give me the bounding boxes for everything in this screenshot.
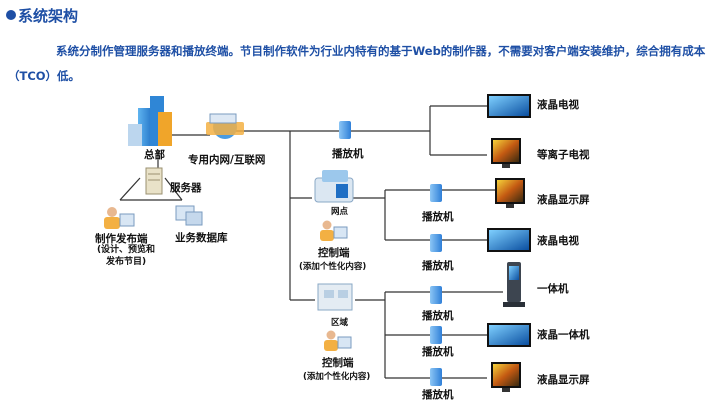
network-globe-icon	[206, 113, 244, 139]
lcd-tv-label: 液晶电视	[537, 235, 579, 247]
headquarters-building-icon	[128, 96, 172, 146]
console-note: (添加个性化内容)	[299, 262, 367, 272]
producer-workstation-icon	[104, 207, 135, 229]
outlet-building-icon	[314, 170, 354, 203]
lcd-tv-icon	[487, 94, 531, 118]
player-icon	[430, 286, 442, 304]
player-icon	[430, 368, 442, 386]
network-label: 专用内网/互联网	[188, 154, 266, 166]
section-title: 系统架构	[6, 5, 78, 26]
console-label: 控制端	[318, 247, 350, 259]
producer-label: 制作发布端	[95, 233, 148, 245]
producer-note: (设计、预览和发布节目)	[96, 245, 156, 267]
player-icon	[430, 234, 442, 252]
player-label: 播放机	[332, 148, 364, 160]
kiosk-icon	[503, 262, 525, 307]
lcd-kiosk-icon	[487, 323, 531, 347]
player-label: 播放机	[422, 260, 454, 272]
lcd-kiosk-label: 液晶一体机	[537, 329, 590, 341]
player-icon	[339, 121, 351, 139]
lcd-screen-icon	[495, 178, 525, 208]
lcd-screen-icon	[491, 362, 521, 392]
player-label: 播放机	[422, 211, 454, 223]
plasma-tv-icon	[491, 138, 521, 168]
kiosk-label: 一体机	[537, 283, 569, 295]
bullet-icon	[6, 10, 16, 20]
region-building-icon	[317, 283, 353, 311]
business-database-icon	[175, 205, 203, 226]
lcd-screen-label: 液晶显示屏	[537, 194, 590, 206]
console-note: (添加个性化内容)	[303, 372, 371, 382]
outlet-console-icon	[320, 220, 348, 241]
server-label: 服务器	[170, 182, 202, 194]
region-label: 区域	[331, 318, 349, 328]
player-label: 播放机	[422, 310, 454, 322]
hq-label: 总部	[144, 149, 165, 161]
business-db-label: 业务数据库	[175, 232, 228, 244]
lcd-tv-icon	[487, 228, 531, 252]
console-label: 控制端	[322, 357, 354, 369]
player-label: 播放机	[422, 389, 454, 401]
region-console-icon	[324, 330, 352, 351]
plasma-tv-label: 等离子电视	[537, 149, 590, 161]
player-icon	[430, 184, 442, 202]
server-icon	[145, 167, 163, 195]
player-icon	[430, 326, 442, 344]
outlet-label: 网点	[331, 207, 349, 217]
player-label: 播放机	[422, 346, 454, 358]
intro-paragraph: 系统分制作管理服务器和播放终端。节目制作软件为行业内特有的基于Web的制作器，不…	[8, 44, 706, 83]
lcd-tv-label: 液晶电视	[537, 99, 579, 111]
lcd-screen-label: 液晶显示屏	[537, 374, 590, 386]
